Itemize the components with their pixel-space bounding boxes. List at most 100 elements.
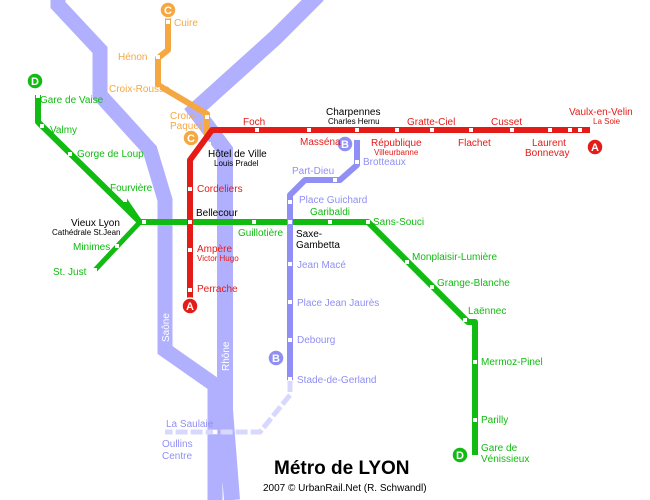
station-guillotiere: Guillotière — [238, 228, 283, 239]
station-dot — [288, 262, 292, 266]
station-part-dieu: Part-Dieu — [292, 166, 334, 177]
station-dot — [205, 115, 209, 119]
station-dot — [288, 338, 292, 342]
svg-text:C: C — [187, 133, 195, 145]
line-badge-a-bottom: A — [181, 297, 199, 315]
station-perrache: Perrache — [197, 284, 238, 295]
station-charpennes-1: Charpennes — [326, 107, 380, 118]
station-dot — [188, 220, 192, 224]
station-mermoz-pinel: Mermoz-Pinel — [481, 357, 543, 368]
station-saxe-gambetta-1: Saxe- — [296, 229, 322, 240]
interchange-labels: Vieux Lyon Cathédrale St.Jean Hôtel de V… — [52, 107, 380, 251]
station-dot — [188, 288, 192, 292]
station-gorge-de-loup: Gorge de Loup — [77, 149, 144, 160]
station-dot — [473, 360, 477, 364]
svg-text:D: D — [31, 76, 39, 88]
station-gare-de-vaise: Gare de Vaise — [40, 95, 104, 106]
station-republique: République — [371, 138, 422, 149]
line-d-branch-st-just — [93, 198, 143, 272]
station-dot — [156, 55, 160, 59]
station-dot — [568, 128, 572, 132]
station-vaulx-en-velin-sub: La Soie — [593, 117, 621, 126]
station-hotel-de-ville: Hôtel de Ville — [208, 149, 267, 160]
svg-text:A: A — [591, 142, 599, 154]
svg-text:B: B — [272, 353, 280, 365]
svg-text:B: B — [341, 139, 349, 151]
station-dot — [93, 268, 97, 272]
station-ampere-sub: Victor Hugo — [197, 254, 239, 263]
station-bellecour: Bellecour — [196, 208, 238, 219]
station-dot — [355, 128, 359, 132]
station-place-jean-jaures: Place Jean Jaurès — [297, 298, 379, 309]
station-dot — [590, 128, 594, 132]
station-republique-sub: Villeurbanne — [374, 148, 419, 157]
station-dot — [68, 152, 72, 156]
station-cusset: Cusset — [491, 117, 522, 128]
station-massena: Masséna — [300, 137, 341, 148]
line-a-labels: Foch Masséna République Villeurbanne Gra… — [197, 107, 633, 295]
station-debourg: Debourg — [297, 335, 335, 346]
station-laennec: Laënnec — [468, 306, 506, 317]
saone-river — [50, 0, 223, 500]
line-a-track — [187, 127, 590, 300]
station-dot — [366, 220, 370, 224]
station-dot — [307, 128, 311, 132]
station-vieux-lyon-sub: Cathédrale St.Jean — [52, 228, 121, 237]
station-dot — [405, 260, 409, 264]
map-title: Métro de LYON — [274, 458, 410, 479]
station-dot — [188, 248, 192, 252]
station-dot — [548, 128, 552, 132]
station-valmy: Valmy — [50, 125, 77, 136]
station-dot — [188, 187, 192, 191]
station-croix-paquet-1: Croix- — [170, 111, 197, 122]
station-dot — [355, 160, 359, 164]
station-dot — [252, 220, 256, 224]
station-dot — [115, 244, 119, 248]
saone-label: Saône — [161, 313, 172, 342]
station-flachet: Flachet — [458, 138, 491, 149]
station-cuire: Cuire — [174, 18, 198, 29]
line-badge-b-top: B — [336, 135, 354, 153]
station-saxe-gambetta-2: Gambetta — [296, 240, 340, 251]
station-dot — [395, 128, 399, 132]
station-sans-souci: Sans-Souci — [373, 217, 424, 228]
station-dot — [142, 220, 146, 224]
station-dot — [255, 128, 259, 132]
station-hotel-de-ville-sub: Louis Pradel — [214, 159, 259, 168]
station-dot — [40, 124, 44, 128]
line-badge-a-right: A — [586, 138, 604, 156]
station-fourviere: Fourvière — [110, 183, 153, 194]
station-croix-rousse: Croix-Rousse — [109, 84, 170, 95]
station-oullins-1: Oullins — [162, 439, 193, 450]
station-grange-blanche: Grange-Blanche — [437, 278, 510, 289]
station-dot — [207, 142, 211, 146]
station-oullins-2: Centre — [162, 451, 192, 462]
station-charpennes-2: Charles Hernu — [328, 117, 380, 126]
station-dot — [123, 198, 127, 202]
station-dot — [213, 430, 217, 434]
station-vaulx-en-velin: Vaulx-en-Velin — [569, 107, 633, 118]
station-dot — [578, 128, 582, 132]
station-dot — [430, 285, 434, 289]
station-cordeliers: Cordeliers — [197, 184, 243, 195]
station-jean-mace: Jean Macé — [297, 260, 346, 271]
station-dot — [288, 200, 292, 204]
rhone-label: Rhône — [221, 341, 232, 371]
station-dot — [510, 128, 514, 132]
station-gare-de-venissieux-1: Gare de — [481, 443, 518, 454]
station-dot — [469, 128, 473, 132]
station-stade-de-gerland: Stade-de-Gerland — [297, 375, 377, 386]
line-badge-c-bottom: C — [182, 129, 200, 147]
station-laurent-bonnevay-2: Bonnevay — [525, 148, 569, 159]
line-badge-b-bottom: B — [267, 349, 285, 367]
station-garibaldi: Garibaldi — [310, 207, 350, 218]
line-c-labels: Cuire Hénon Croix-Rousse Croix- Paquet — [109, 18, 202, 132]
station-parilly: Parilly — [481, 415, 508, 426]
station-place-guichard: Place Guichard — [299, 195, 367, 206]
line-b-labels: Brotteaux Part-Dieu Place Guichard Jean … — [162, 157, 406, 462]
station-dot — [166, 20, 170, 24]
station-minimes: Minimes — [73, 242, 110, 253]
station-dot — [288, 300, 292, 304]
line-badge-c-top: C — [159, 1, 177, 19]
